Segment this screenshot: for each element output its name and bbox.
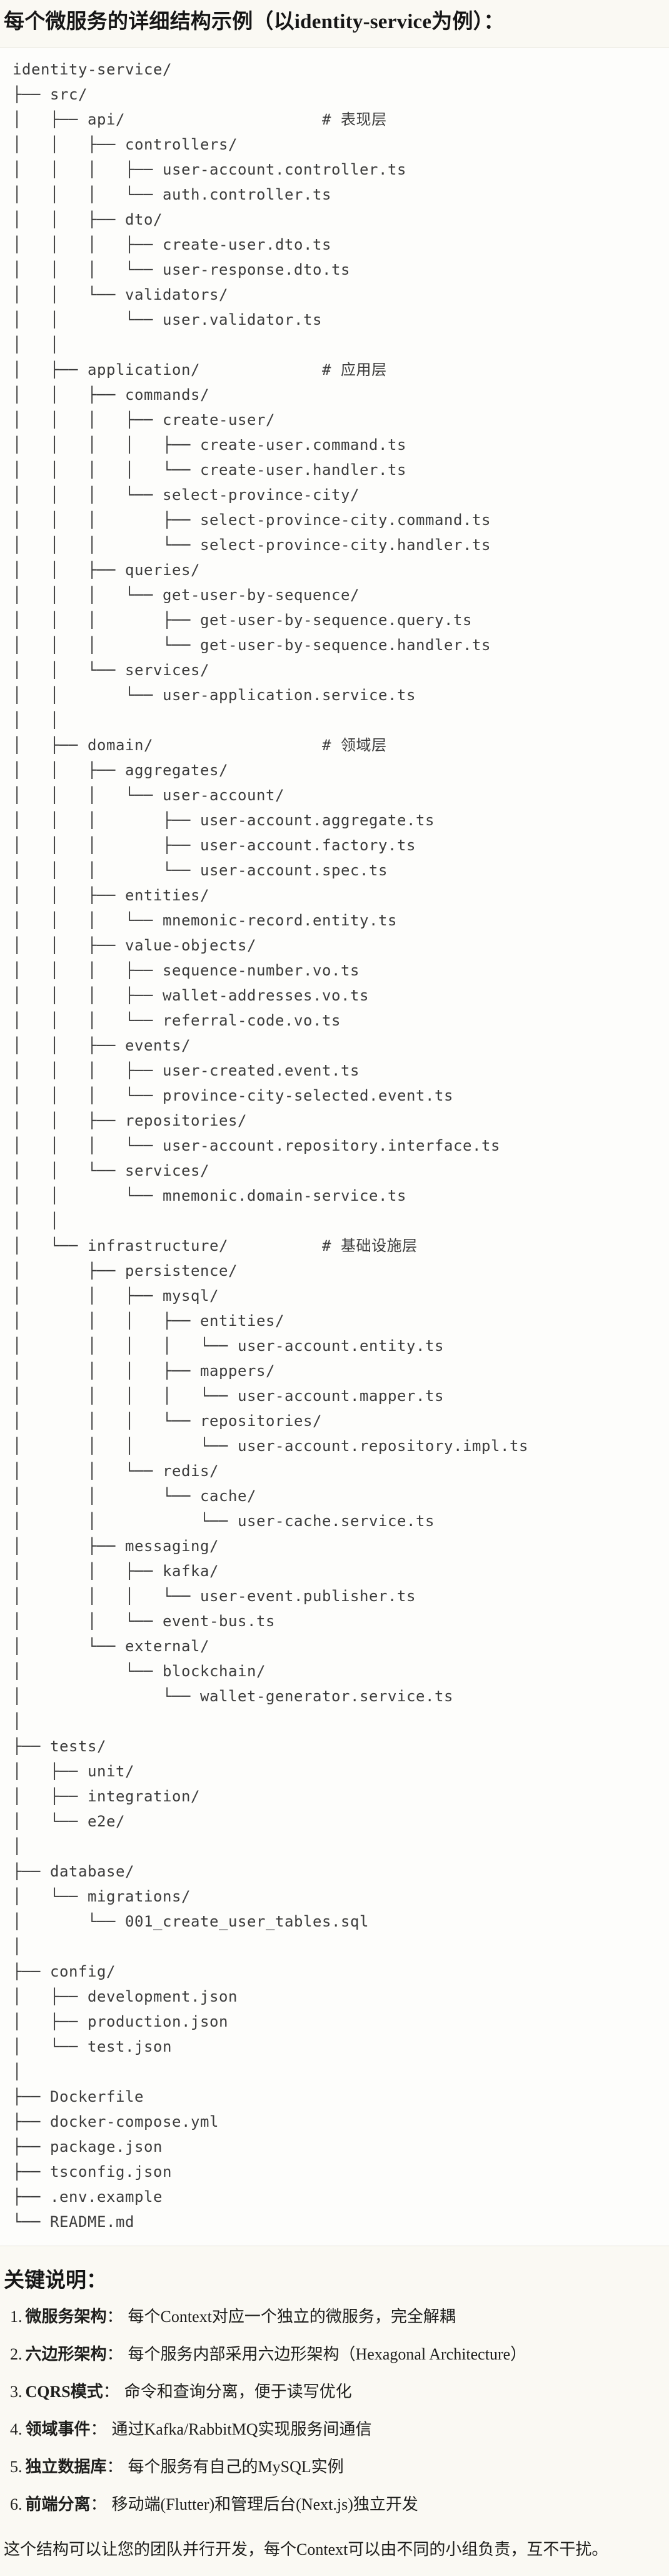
closing-paragraph: 这个结构可以让您的团队并行开发，每个Context可以由不同的小组负责，互不干扰… (4, 2540, 608, 2558)
notes-section: 关键说明： 1.微服务架构：每个Context对应一个独立的微服务，完全解耦 2… (0, 2269, 669, 2576)
note-item: 4.领域事件：通过Kafka/RabbitMQ实现服务间通信 (4, 2420, 663, 2439)
note-item: 1.微服务架构： 每个Context对应一个独立的微服务，完全解耦 (4, 2308, 663, 2326)
note-term: CQRS模式 (25, 2383, 103, 2401)
page-title: 每个微服务的详细结构示例（以identity-service为例）： (4, 11, 505, 33)
note-colon: ： (90, 2495, 107, 2513)
code-block: identity-service/ ├── src/ │ ├── api/ # … (0, 48, 669, 2246)
note-item: 2.六边形架构： 每个服务内部采用六边形架构（Hexagonal Architec… (4, 2345, 663, 2364)
note-colon: ： (103, 2383, 119, 2401)
note-description: 通过Kafka/RabbitMQ实现服务间通信 (111, 2420, 372, 2438)
note-item: 6.前端分离：移动端(Flutter)和管理后台(Next.js)独立开发 (4, 2495, 663, 2514)
note-number: 5. (10, 2458, 23, 2476)
note-item: 3.CQRS模式： 命令和查询分离，便于读写优化 (4, 2383, 663, 2401)
note-colon: ： (90, 2420, 107, 2438)
note-number: 3. (10, 2383, 23, 2401)
note-term: 前端分离 (25, 2495, 91, 2513)
note-number: 4. (10, 2420, 23, 2438)
note-colon: ： (106, 2308, 123, 2326)
note-term: 独立数据库 (25, 2458, 107, 2476)
note-term: 领域事件 (25, 2420, 91, 2438)
note-description: 移动端(Flutter)和管理后台(Next.js)独立开发 (111, 2495, 418, 2513)
note-item: 5.独立数据库： 每个服务有自己的MySQL实例 (4, 2458, 663, 2477)
note-number: 6. (10, 2495, 23, 2513)
note-description: 命令和查询分离，便于读写优化 (124, 2383, 352, 2401)
note-colon: ： (106, 2345, 123, 2363)
notes-heading: 关键说明： (4, 2269, 107, 2292)
note-description: 每个服务内部采用六边形架构（Hexagonal Architecture） (128, 2345, 527, 2363)
note-number: 1. (10, 2308, 23, 2326)
note-term: 六边形架构 (25, 2345, 107, 2363)
note-term: 微服务架构 (25, 2308, 107, 2326)
note-description: 每个服务有自己的MySQL实例 (128, 2458, 344, 2476)
note-description: 每个Context对应一个独立的微服务，完全解耦 (128, 2308, 456, 2326)
directory-tree: identity-service/ ├── src/ │ ├── api/ # … (13, 61, 528, 2231)
note-colon: ： (106, 2458, 123, 2476)
note-number: 2. (10, 2345, 23, 2363)
